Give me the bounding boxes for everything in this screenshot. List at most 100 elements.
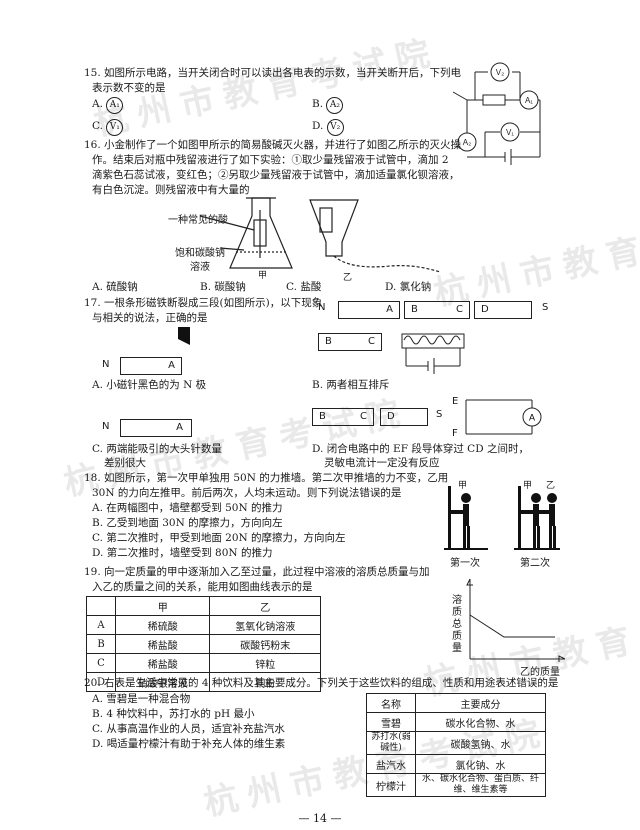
q17-option-b: B. 两者相互排斥 [312,379,390,391]
ammeter-icon: A₂ [326,97,344,114]
q19-stem-line1: 19. 向一定质量的甲中逐渐加入乙至过量，此过程中溶液的溶质总质量与加 [84,566,430,578]
q17-c-n-label: N [102,421,110,432]
q20-option-a: A. 雪碧是一种混合物 [92,693,191,705]
table-header-cell [86,596,116,616]
q19-graph-ylabel: 溶质总质量 [452,595,462,654]
q17-coil-solenoid [401,333,465,374]
q17-option-c-line1: C. 两端能吸引的大头针数量 [92,443,222,455]
q18-caption-second: 第二次 [520,558,550,569]
q15-option-c: C. V₁ [92,119,124,136]
q20-beverage-table: 名称 主要成分 雪碧 碳水化合物、水 苏打水(弱碱性) 碳酸氢钠、水 盐汽水 氯… [366,693,546,797]
table-cell: 盐汽水 [366,754,416,774]
q16-solution-label-1: 饱和碳酸钠 [175,248,225,259]
q18-fig1-jia-label: 甲 [458,481,468,491]
q16-option-d: D. 氯化钠 [385,281,432,293]
voltmeter-icon: V₁ [106,119,124,136]
table-row: 雪碧 碳水化合物、水 [366,712,546,732]
q16-acid-label: 一种常见的酸 [168,215,228,226]
magnet-s-pole-label: S [542,302,549,313]
q16-stem-line1: 16. 小金制作了一个如图甲所示的简易酸碱灭火器，并进行了如图乙所示的灭火操 [84,139,462,151]
q15-option-d: D. V₂ [312,119,344,136]
q16-option-a: A. 硫酸钠 [92,281,138,293]
table-row: 苏打水(弱碱性) 碳酸氢钠、水 [366,731,546,755]
table-cell: 柠檬汁 [366,773,416,797]
q18-option-a: A. 在两幅图中，墙壁都受到 50N 的推力 [92,502,283,514]
q18-stem-line2: 30N 的力向左推甲。前后两次，人均未运动。则下列说法错误的是 [92,487,402,499]
q17-stem-line1: 17. 一根条形磁铁断裂成三段(如图所示)，以下现象 [84,297,323,309]
q17-d-s-label: S [436,409,443,420]
q16-stem-line3: 滴紫色石蕊试液，变红色；②另取少量残留液于试管中，滴加适量氯化钡溶液， [92,169,460,181]
table-header-cell: 名称 [366,693,416,713]
q19-stem-line2: 入乙的质量之间的关系，能用如图曲线表示的是 [92,581,313,593]
q16-solution-label-2: 溶液 [190,262,210,273]
table-cell: 雪碧 [366,712,416,732]
table-cell: 铜粉 [209,672,321,692]
magnet-n-pole-label: N [318,302,326,313]
table-header-cell: 乙 [209,596,321,616]
table-cell: 碳酸氢钠、水 [415,731,546,755]
q20-option-c: C. 从事高温作业的人员，适宜补充盐汽水 [92,723,285,735]
ammeter-a1-label: A₁ [525,96,533,105]
q18-option-d: D. 第二次推时，墙壁受到 80N 的推力 [92,547,273,559]
table-cell: 水、碳水化合物、蛋白质、纤维、维生素等 [415,773,546,797]
q18-fig2-jia-label: 甲 [523,481,533,491]
q19-graph-xlabel: 乙的质量 [520,667,560,678]
table-cell: 碳水化合物、水 [415,712,546,732]
q15-option-b: B. A₂ [312,97,344,114]
q15-circuit-diagram: V₂ A₁ A₂ V₁ [452,62,541,165]
q17-c-magnet: A [120,419,192,437]
table-cell: 苏打水(弱碱性) [366,731,416,755]
q16-figure-jia-label: 甲 [258,271,268,281]
table-cell: 碳酸钙粉末 [209,634,321,654]
q17-a-magnet: A [120,357,182,375]
q17-e-label: E [452,396,459,407]
table-row: A 稀硫酸 氢氧化钠溶液 [86,615,321,635]
table-cell: 稀盐酸 [114,634,211,654]
q17-option-d-line1: D. 闭合电路中的 EF 段导体穿过 CD 之间时， [312,443,529,455]
q15-option-a: A. A₁ [92,97,124,114]
q20-option-d: D. 喝适量柠檬汁有助于补充人体的维生素 [92,738,286,750]
table-row: 柠檬汁 水、碳水化合物、蛋白质、纤维、维生素等 [366,773,546,797]
q15-stem-line1: 15. 如图所示电路，当开关闭合时可以读出各电表的示数，当开关断开后，下列电 [84,67,462,79]
q16-figure-yi-label: 乙 [343,273,353,283]
table-row: B 稀盐酸 碳酸钙粉末 [86,634,321,654]
watermark: 杭州市教育考试院 [430,201,640,315]
q17-option-d-line2: 灵敏电流计一定没有反应 [324,457,440,469]
q17-option-a: A. 小磁针黑色的为 N 极 [92,379,207,391]
magnet-segment-2: B C [404,301,470,319]
table-cell: C [86,653,116,673]
q18-option-c: C. 第二次推时，甲受到地面 20N 的摩擦力，方向向左 [92,532,346,544]
voltmeter-v2-label: V₂ [496,68,504,77]
q18-stem-line1: 18. 如图所示，第一次甲单独用 50N 的力推墙。第二次甲推墙的力不变，乙用 [84,472,449,484]
galvanometer-label: A [529,413,535,423]
voltmeter-v1-label: V₁ [506,128,514,137]
q20-stem: 20. 右表是生活中常见的 4 种饮料及其主要成分。下列关于这些饮料的组成、性质… [84,677,559,689]
table-row: 盐汽水 氯化钠、水 [366,754,546,774]
table-cell: 氯化钠、水 [415,754,546,774]
table-row: C 稀盐酸 锌粒 [86,653,321,673]
table-row: 名称 主要成分 [366,693,546,713]
q20-option-b: B. 4 种饮料中，苏打水的 pH 最小 [92,708,255,720]
q17-b-magnet: B C [318,333,382,351]
voltmeter-icon: V₂ [326,119,344,136]
q16-option-b: B. 碳酸钠 [200,281,246,293]
q16-option-c: C. 盐酸 [286,281,322,293]
q18-caption-first: 第一次 [450,558,480,569]
table-row: 甲 乙 [86,596,321,616]
q17-stem-line2: 与相关的说法，正确的是 [92,312,208,324]
table-cell: 锌粒 [209,653,321,673]
page-number: — 14 — [298,812,342,825]
table-cell: A [86,615,116,635]
q16-stem-line2: 作。结束后对瓶中残留液进行了如下实验：①取少量残留液于试管中，滴加 2 [92,154,449,166]
q18-fig2-yi-label: 乙 [546,481,556,491]
table-cell: B [86,634,116,654]
q16-stem-line4: 有白色沉淀。则残留液中有大量的 [92,184,250,196]
q17-d-magnet-1: B C [312,408,374,426]
q19-reagent-table: 甲 乙 A 稀硫酸 氢氧化钠溶液 B 稀盐酸 碳酸钙粉末 C 稀盐酸 锌粒 D … [86,596,321,692]
ammeter-a2-label: A₂ [463,138,471,147]
magnet-segment-3: D [474,301,532,319]
q17-galvanometer-circuit: A [465,399,542,435]
q18-option-b: B. 乙受到地面 30N 的摩擦力，方向向左 [92,517,283,529]
q17-f-label: F [452,428,458,439]
table-row: D 硝酸银溶液 铜粉 [86,672,321,692]
